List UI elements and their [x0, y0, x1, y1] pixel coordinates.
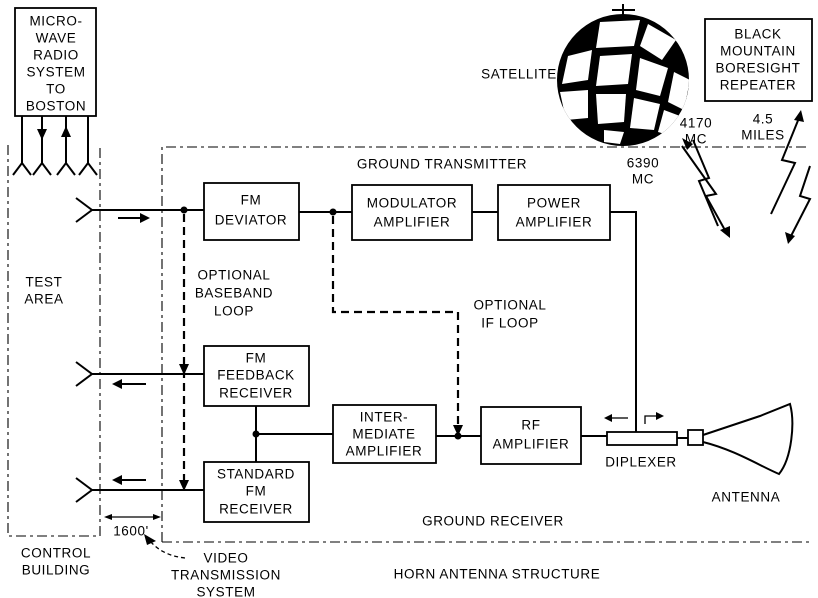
video-label-2: TRANSMISSION: [171, 568, 281, 583]
distance-unit: MILES: [741, 128, 785, 143]
freq-up-value: 6390: [627, 156, 659, 171]
baseband-label-3: LOOP: [214, 304, 254, 319]
rf-amp-label-1: RF: [521, 418, 540, 433]
rf-amp-label-2: AMPLIFIER: [493, 437, 570, 452]
standard-label-3: RECEIVER: [219, 502, 293, 517]
modulator-label-1: MODULATOR: [367, 196, 457, 211]
tx-arrow: [118, 213, 150, 223]
standard-fm-receiver-box: [203, 461, 310, 523]
baseband-arrow-1: [179, 364, 189, 375]
diplexer-label: DIPLEXER: [605, 455, 677, 470]
antenna-horn: [702, 402, 794, 476]
baseband-label-1: OPTIONAL: [197, 268, 270, 283]
feedback-arrow: [112, 379, 146, 389]
if-loop-label-2: IF LOOP: [481, 316, 538, 331]
test-area-label-2: AREA: [24, 292, 63, 307]
junction-receivers: [252, 430, 260, 438]
if-loop-line: [331, 216, 460, 426]
junction-baseband: [180, 206, 188, 214]
junction-if-inject: [454, 432, 462, 440]
microwave-label-6: BOSTON: [26, 99, 86, 114]
feedback-terminal: [75, 361, 94, 387]
video-pointer-head: [144, 534, 156, 545]
diplexer-box: [606, 431, 678, 446]
feedback-label-3: RECEIVER: [219, 386, 293, 401]
microwave-label-4: SYSTEM: [26, 65, 85, 80]
control-building-outline: [7, 145, 101, 537]
feedback-label-2: FEEDBACK: [217, 368, 295, 383]
dimension-1600: [104, 514, 161, 520]
diplexer-arrows: [604, 412, 664, 424]
standard-arrow: [112, 475, 146, 485]
control-building-label-2: BUILDING: [22, 563, 91, 578]
modulator-amplifier-box: [351, 184, 473, 241]
if-loop-arrow: [453, 425, 463, 436]
microwave-label-5: TO: [46, 82, 66, 97]
pa-to-diplexer-line: [610, 211, 637, 432]
repeater-label-4: REPEATER: [720, 78, 797, 93]
control-building-label-1: CONTROL: [21, 546, 91, 561]
ima-label-3: AMPLIFIER: [346, 444, 423, 459]
downlink-bolt: [682, 138, 719, 227]
intermediate-amplifier-box: [332, 404, 437, 464]
video-pointer: [149, 540, 186, 559]
distance-1600-label: 1600': [113, 524, 149, 539]
baseband-label-2: BASEBAND: [195, 286, 273, 301]
freq-down-value: 4170: [680, 116, 712, 131]
standard-terminal: [75, 477, 94, 503]
satellite-label: SATELLITE: [481, 67, 557, 82]
antenna-label: ANTENNA: [712, 490, 781, 505]
fm-deviator-label-2: DEVIATOR: [215, 213, 288, 228]
standard-label-2: FM: [246, 484, 267, 499]
microwave-label-2: WAVE: [36, 31, 77, 46]
microwave-label-3: RADIO: [33, 48, 79, 63]
microwave-radio-box: [14, 7, 97, 117]
ground-receiver-label: GROUND RECEIVER: [422, 514, 564, 529]
video-label-1: VIDEO: [203, 551, 248, 566]
satellite-icon: [557, 4, 689, 146]
power-amp-label-2: AMPLIFIER: [516, 215, 593, 230]
rf-amplifier-box: [480, 406, 582, 465]
repeater-label-3: BORESIGHT: [716, 61, 801, 76]
horn-antenna-structure-outline: [161, 146, 810, 543]
repeater-box: [704, 18, 813, 102]
antenna-feed: [687, 429, 704, 446]
junction-if: [329, 208, 337, 216]
freq-up-unit: MC: [632, 172, 654, 187]
test-area-label-1: TEST: [26, 275, 63, 290]
modulator-label-2: AMPLIFIER: [374, 215, 451, 230]
standard-label-1: STANDARD: [217, 467, 295, 482]
microwave-links: [12, 116, 98, 176]
if-loop-label-1: OPTIONAL: [473, 298, 546, 313]
power-amp-label-1: POWER: [527, 196, 581, 211]
tx-terminal: [75, 197, 94, 223]
fm-feedback-receiver-box: [203, 345, 310, 407]
repeater-label-2: MOUNTAIN: [720, 44, 796, 59]
repeater-bolt-2: [785, 165, 812, 244]
fm-deviator-box: [203, 182, 300, 241]
repeater-bolt: [770, 110, 804, 215]
video-label-3: SYSTEM: [196, 585, 255, 598]
ima-label-1: INTER-: [360, 410, 409, 425]
baseband-arrow-2: [179, 480, 189, 491]
repeater-label-1: BLACK: [734, 27, 781, 42]
fm-deviator-label-1: FM: [241, 193, 262, 208]
feedback-label-1: FM: [246, 351, 267, 366]
microwave-label-1: MICRO-: [29, 14, 82, 29]
ima-label-2: MEDIATE: [352, 427, 415, 442]
horn-structure-label: HORN ANTENNA STRUCTURE: [394, 567, 601, 582]
ground-transmitter-label: GROUND TRANSMITTER: [357, 157, 527, 172]
power-amplifier-box: [497, 184, 611, 241]
distance-value: 4.5: [753, 112, 774, 127]
uplink-bolt: [681, 145, 730, 238]
